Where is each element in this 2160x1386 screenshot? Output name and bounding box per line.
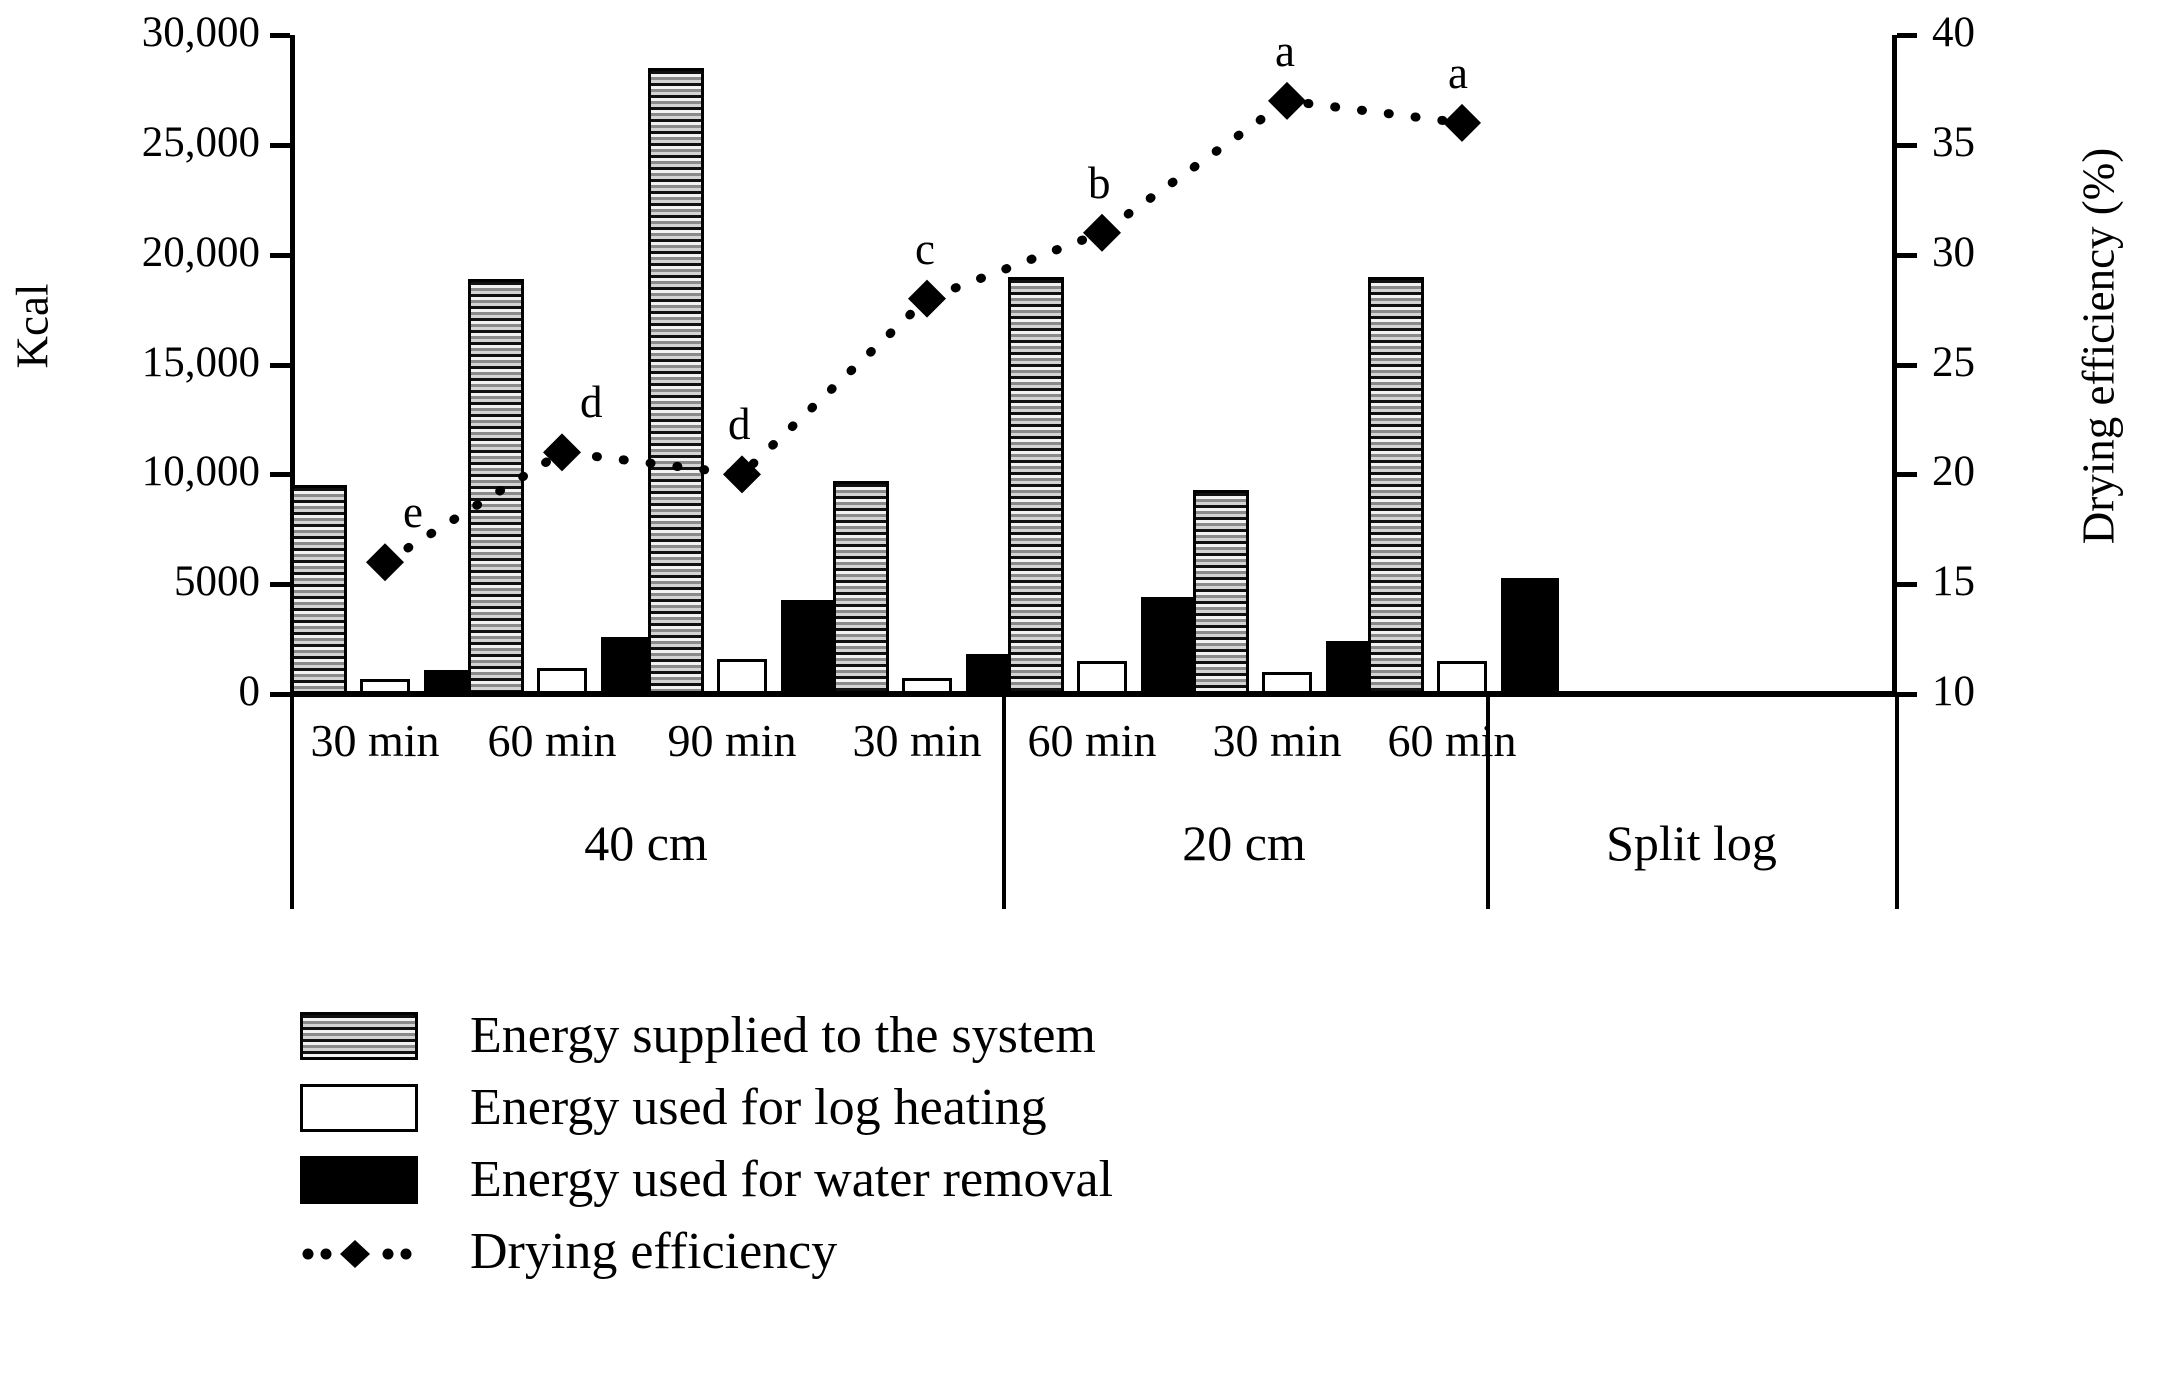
x-axis-group-label: 40 cm [584, 815, 708, 871]
y-tick-left [270, 33, 290, 38]
efficiency-diamond-markers [366, 81, 1481, 582]
y-tick-label-left: 20,000 [141, 228, 260, 276]
legend-item: Energy used for water removal [300, 1144, 1113, 1216]
y-tick-right [1897, 252, 1917, 258]
x-axis-category-label: 90 min [667, 715, 797, 766]
efficiency-significance-letter: a [1275, 25, 1295, 76]
x-axis-category-label: 30 min [852, 715, 982, 766]
bar-energy-supplied [468, 278, 524, 694]
efficiency-significance-letter: b [1088, 157, 1111, 208]
y-tick-right [1897, 472, 1917, 478]
dotted-diamond-icon [302, 1240, 412, 1268]
y-tick-label-right: 30 [1932, 228, 1975, 276]
y-tick-label-left: 30,000 [141, 9, 260, 56]
category-group-separator [290, 697, 294, 909]
y-tick-label-left: 15,000 [141, 338, 260, 386]
y-tick-right [1897, 33, 1917, 38]
bar-energy-supplied [1368, 276, 1424, 694]
y-tick-right [1897, 582, 1917, 588]
x-axis-group-label: 20 cm [1182, 815, 1306, 871]
efficiency-significance-letter: a [1448, 47, 1468, 98]
y-tick-label-right: 40 [1932, 9, 1975, 56]
y-tick-label-right: 15 [1932, 558, 1975, 606]
x-axis-category-label: 30 min [1212, 715, 1342, 766]
x-axis-group-label: Split log [1606, 815, 1777, 871]
efficiency-data-point [1443, 103, 1481, 142]
efficiency-data-point [1083, 213, 1121, 252]
efficiency-data-point [723, 455, 761, 494]
y-tick-label-right: 10 [1932, 668, 1975, 715]
y-axis-right-title: Drying efficiency (%) [2073, 147, 2124, 545]
bar-energy-water-removal [1141, 597, 1199, 694]
bar-energy-log-heating [537, 667, 587, 694]
y-tick-left [270, 252, 290, 258]
y-axis-left-line [290, 35, 295, 694]
x-axis-category-label: 60 min [1027, 715, 1157, 766]
y-tick-label-right: 35 [1932, 118, 1975, 166]
bar-energy-log-heating [717, 658, 767, 694]
bar-energy-log-heating [902, 677, 952, 694]
bar-energy-supplied [1008, 276, 1064, 694]
y-tick-label-left: 10,000 [141, 448, 260, 496]
y-axis-right-line [1892, 35, 1897, 694]
efficiency-data-point [1268, 81, 1306, 120]
efficiency-significance-letter: d [728, 399, 751, 450]
y-tick-label-left: 0 [238, 668, 261, 715]
bar-energy-supplied [291, 485, 347, 694]
y-tick-right [1897, 362, 1917, 368]
legend-label: Drying efficiency [470, 1223, 838, 1280]
bar-energy-supplied [1193, 489, 1249, 694]
legend-swatch-hatched [300, 1012, 418, 1060]
bar-energy-supplied [648, 67, 704, 694]
bar-energy-water-removal [1501, 577, 1559, 694]
plot-area: e d d c b a a [291, 28, 1894, 694]
category-group-separator [1002, 697, 1006, 909]
legend-marker-dotted-diamond [300, 1228, 418, 1276]
efficiency-data-point [908, 279, 946, 318]
bar-energy-log-heating [1437, 661, 1487, 694]
efficiency-dotted-polyline [380, 96, 1467, 567]
efficiency-data-point [366, 543, 404, 582]
legend-item: Energy used for log heating [300, 1072, 1113, 1144]
efficiency-significance-letter: e [403, 487, 423, 538]
x-axis-category-label: 60 min [1387, 715, 1517, 766]
legend-item: Energy supplied to the system [300, 1000, 1113, 1072]
bar-energy-log-heating [1077, 661, 1127, 694]
legend-item: Drying efficiency [300, 1216, 1113, 1288]
drying-efficiency-line [366, 81, 1481, 582]
y-tick-label-right: 20 [1932, 448, 1975, 496]
y-tick-left [270, 472, 290, 478]
bar-energy-log-heating [360, 678, 410, 694]
efficiency-significance-letter: c [915, 223, 935, 274]
y-tick-label-right: 25 [1932, 338, 1975, 386]
y-tick-left [270, 692, 290, 697]
category-group-separator [1486, 697, 1490, 909]
y-tick-right [1897, 142, 1917, 148]
legend-label: Energy supplied to the system [470, 1007, 1096, 1064]
legend-label: Energy used for water removal [470, 1151, 1114, 1208]
bar-energy-supplied [833, 480, 889, 694]
y-tick-left [270, 362, 290, 368]
y-tick-left [270, 142, 290, 148]
efficiency-data-point [543, 433, 581, 472]
y-tick-label-left: 25,000 [141, 118, 260, 166]
legend-swatch-open [300, 1084, 418, 1132]
y-tick-label-left: 5000 [174, 558, 260, 606]
x-axis-category-label: 30 min [310, 715, 440, 766]
legend-label: Energy used for log heating [470, 1079, 1047, 1136]
y-tick-left [270, 582, 290, 588]
bar-energy-log-heating [1262, 672, 1312, 694]
y-axis-left-title: Kcal [7, 283, 58, 369]
category-group-separator [1895, 697, 1899, 909]
x-axis-category-label: 60 min [487, 715, 617, 766]
efficiency-significance-letter: d [580, 377, 603, 428]
legend-swatch-solid [300, 1156, 418, 1204]
x-axis-line [290, 691, 1897, 697]
y-tick-right [1897, 692, 1917, 697]
